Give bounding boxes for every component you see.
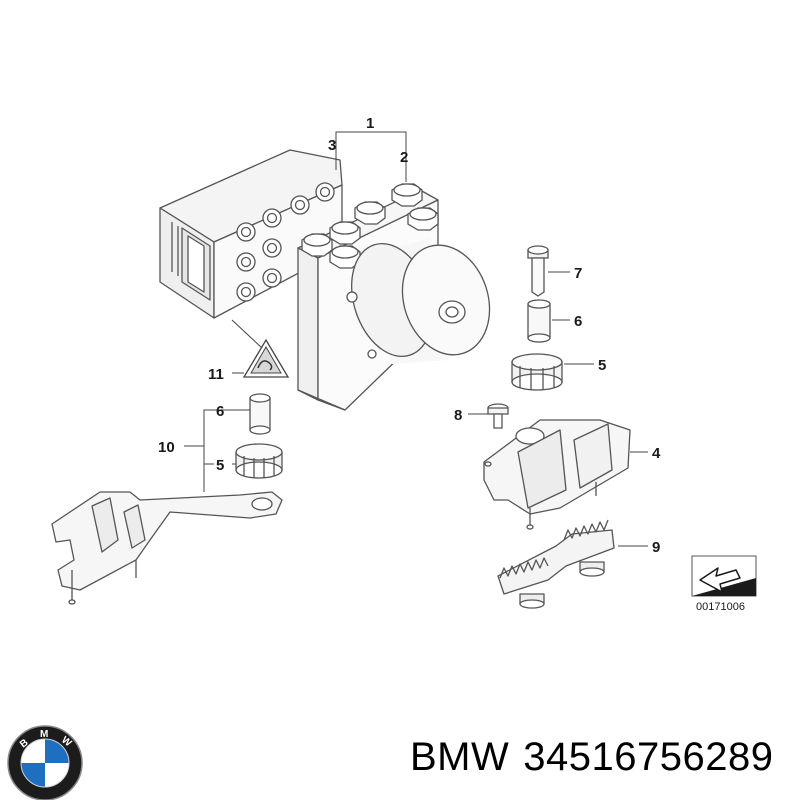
- rubber-mount-5-right: [511, 353, 563, 391]
- bracket-10: [51, 491, 283, 605]
- leader-lines: [184, 131, 648, 547]
- logo-letter-m: M: [40, 729, 48, 740]
- reference-code: 00171006: [696, 601, 745, 613]
- logo-quarter-top-right: [45, 739, 69, 763]
- orientation-arrow-icon: [691, 555, 757, 597]
- valve-ports: [236, 182, 335, 302]
- callout-numbers: 1 2 3 4 5 5 6 6 7 8 9 10 11: [158, 115, 661, 556]
- callout-9: 9: [652, 539, 660, 556]
- damper-9: [497, 519, 615, 609]
- sleeve-6-right: [527, 299, 551, 343]
- callout-7: 7: [574, 265, 582, 282]
- callout-8: 8: [454, 407, 462, 424]
- callout-5-right: 5: [598, 357, 606, 374]
- callout-5-left: 5: [216, 457, 224, 474]
- callout-1: 1: [366, 115, 374, 132]
- pump-motor: [346, 238, 491, 364]
- callout-3: 3: [328, 137, 336, 154]
- bolt-7: [527, 245, 549, 297]
- bmw-logo-icon: B M W: [7, 725, 83, 800]
- rubber-mount-5-left: [235, 443, 283, 479]
- callout-4: 4: [652, 445, 661, 462]
- part-number: 34516756289: [523, 735, 774, 779]
- callout-6-right: 6: [574, 313, 582, 330]
- callout-11: 11: [208, 366, 224, 383]
- bolt-8: [487, 403, 509, 429]
- bracket-4: [483, 419, 631, 530]
- exploded-parts-diagram: 1 2 3 4 5 5 6 6 7 8 9 10 11 00171006: [51, 115, 757, 613]
- hex-plugs: [301, 183, 439, 269]
- brand-name: BMW: [410, 735, 510, 779]
- part-caption: BMW 34516756289: [410, 735, 773, 780]
- logo-quarter-bottom-left: [21, 763, 45, 787]
- warning-label-triangle: [242, 338, 290, 378]
- callout-6-left: 6: [216, 403, 224, 420]
- sleeve-6-left: [249, 393, 271, 435]
- callout-2: 2: [400, 149, 408, 166]
- callout-10: 10: [158, 439, 175, 456]
